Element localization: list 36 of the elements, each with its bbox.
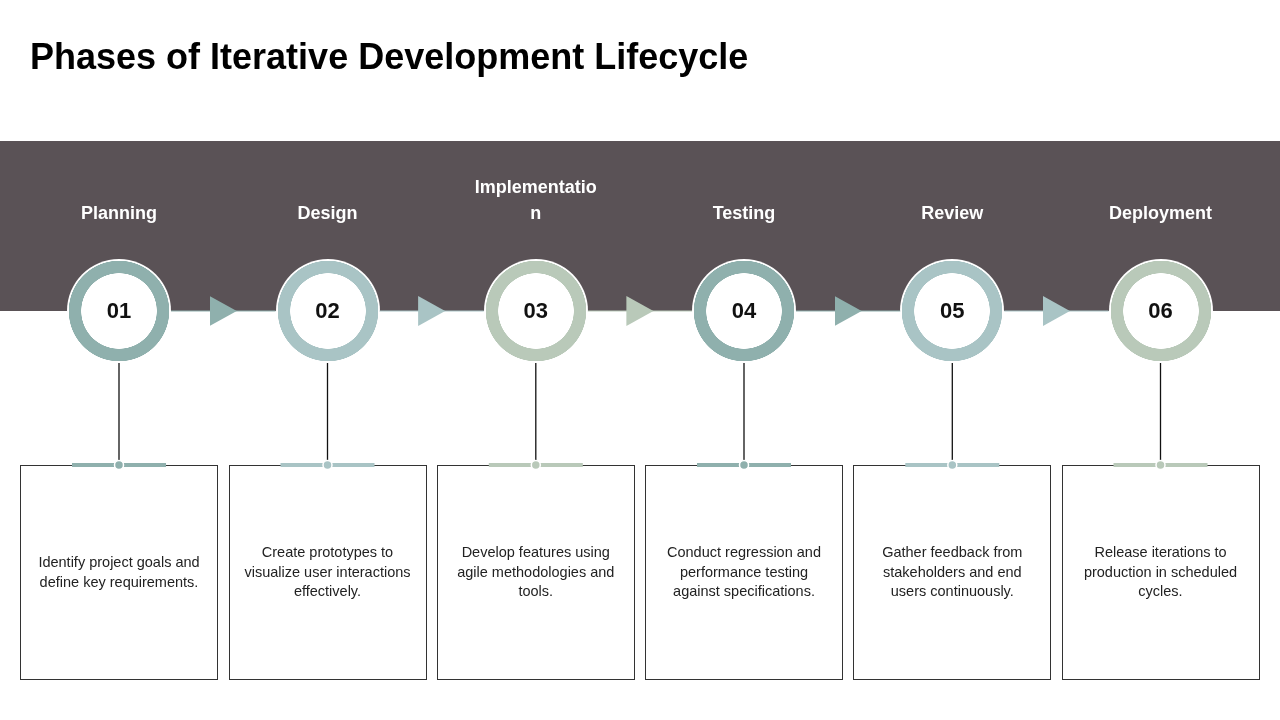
connector-line [71, 362, 167, 471]
description-card [20, 465, 218, 680]
step-number: 06 [1148, 298, 1173, 324]
arrow [378, 296, 485, 326]
description-text: Gather feedback from stakeholders and end users continuously. [881, 543, 1024, 602]
step-title: Implementation [473, 176, 598, 225]
step-title: Planning [81, 202, 157, 225]
connector-line [696, 362, 792, 471]
arrow [587, 296, 693, 326]
description-text: Release iterations to production in scheduled cycles. [1082, 543, 1239, 602]
step-title: Testing [712, 202, 776, 225]
description-text: Identify project goals and define key requirements. [37, 553, 201, 592]
step-number: 05 [940, 298, 965, 324]
arrow [170, 296, 277, 326]
page-title: Phases of Iterative Development Lifecycle [30, 35, 749, 79]
step-number: 02 [315, 298, 340, 324]
description-text: Develop features using agile methodologies and tools. [456, 543, 616, 602]
step-title: Design [297, 202, 358, 225]
description-text: Conduct regression and performance testing against specifications. [666, 543, 822, 602]
description-card [853, 465, 1052, 680]
arrow [1003, 296, 1110, 326]
connector-line [904, 362, 1001, 471]
step-number: 03 [523, 298, 549, 324]
description-text: Create prototypes to visualize user interactions effectively. [243, 543, 412, 602]
connector-line [488, 362, 584, 471]
step-number: 04 [731, 298, 757, 324]
description-card [1061, 465, 1260, 680]
connector-line [1112, 362, 1209, 471]
description-card [645, 465, 843, 680]
arrow [795, 296, 901, 326]
step-number: 01 [106, 298, 132, 324]
step-title: Review [921, 202, 984, 225]
step-title: Deployment [1109, 202, 1212, 225]
connector-line [279, 362, 376, 471]
description-card [228, 465, 427, 680]
description-card [436, 465, 635, 680]
